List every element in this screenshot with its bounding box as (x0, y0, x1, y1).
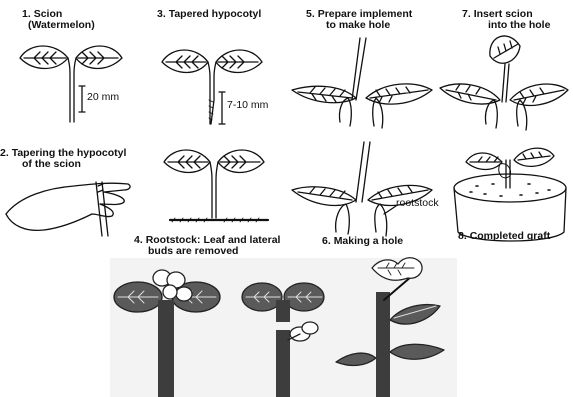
step-1-subtitle: (Watermelon) (22, 20, 95, 31)
completed-graft-figure (454, 148, 566, 241)
step-5-number: 5. (306, 8, 315, 20)
step-4-subtitle: buds are removed (134, 246, 280, 257)
insert-scion-figure (440, 36, 568, 130)
prepare-implement-figure (292, 38, 432, 128)
step-7-label: 7. Insert scion into the hole (462, 9, 550, 31)
step-6-label: 6. Making a hole (322, 236, 403, 247)
step-7-number: 7. (462, 8, 471, 20)
step-5-subtitle: to make hole (306, 20, 412, 31)
hypocotyl-measure: 7-10 mm (227, 100, 268, 111)
step-5-label: 5. Prepare implement to make hole (306, 9, 412, 31)
step-3-number: 3. (157, 8, 166, 20)
step-3-title: Tapered hypocotyl (169, 8, 262, 20)
step-8-number: 8. (458, 230, 467, 242)
step-8-label: 8. Completed graft (458, 231, 550, 242)
scion-seedling-figure (20, 46, 122, 122)
tapered-hypocotyl-figure (162, 50, 262, 124)
step-4-number: 4. (134, 234, 143, 246)
rootstock-leaves-removed-figure (114, 270, 324, 397)
step-4-label: 4. Rootstock: Leaf and lateral buds are … (134, 235, 280, 257)
step-2-subtitle: of the scion (0, 159, 126, 170)
rootstock-label: rootstock (396, 198, 439, 209)
step-6-title: Making a hole (334, 235, 403, 247)
tapering-hand-figure (6, 182, 130, 236)
rootstock-seedling-figure (164, 150, 268, 222)
step-6-number: 6. (322, 235, 331, 247)
step-3-label: 3. Tapered hypocotyl (157, 9, 261, 20)
step-8-title: Completed graft (470, 230, 551, 242)
scion-measure-20mm: 20 mm (87, 92, 119, 103)
step-7-subtitle: into the hole (462, 20, 550, 31)
making-hole-gray-figure (336, 258, 444, 397)
step-2-number: 2. (0, 147, 9, 159)
step-1-label: 1. Scion (Watermelon) (22, 9, 95, 31)
making-hole-hands-figure (292, 142, 432, 236)
step-2-label: 2. Tapering the hypocotyl of the scion (0, 148, 126, 170)
